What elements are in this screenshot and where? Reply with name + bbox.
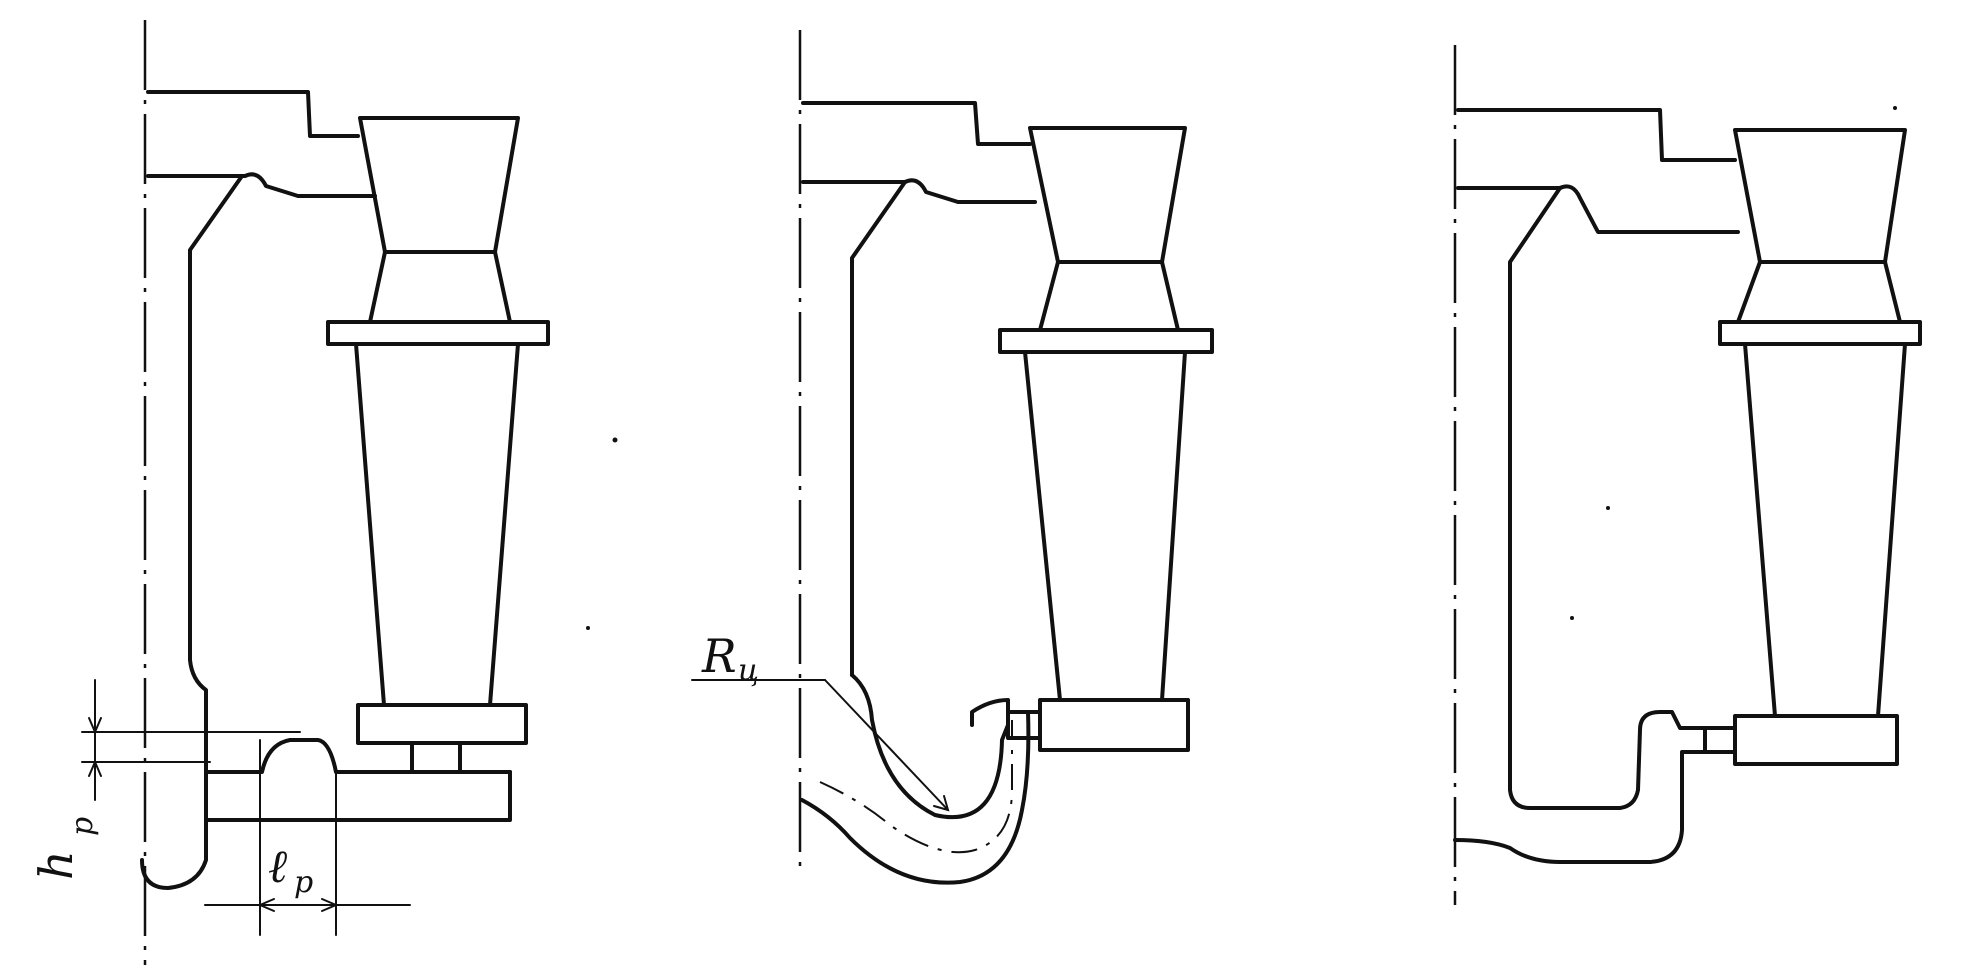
panel-1-upper-flange: [146, 90, 360, 138]
panel-3-vessel-wall: [1508, 186, 1562, 692]
panel-2-pipe-end: [970, 698, 1010, 727]
panel-1-bottom-plate: [356, 703, 528, 745]
label-l: ℓ: [268, 839, 288, 893]
panel-3-upper-flange: [1456, 108, 1737, 162]
panel-1-dim-l-arrow: [257, 898, 339, 912]
panel-2-pipe-outer: [800, 710, 1031, 885]
panel-2-curved-connection: R ц: [691, 30, 1214, 885]
panel-3-flange-ring: [1718, 320, 1922, 346]
panel-2-vessel-wall: [850, 180, 907, 677]
panel-2-radius-leader: [824, 679, 949, 811]
panel-3-elbow-connection: [1453, 45, 1922, 905]
panel-1-diffuser-cone: [354, 342, 520, 707]
panel-1-nozzle-top: [358, 116, 520, 254]
label-l-sub: p: [294, 865, 313, 900]
panel-1-flange-ring: [326, 320, 550, 346]
panel-1-dim-h-arrow: [88, 717, 102, 777]
panel-3-nozzle-bottom: [1736, 260, 1902, 324]
label-r: R: [701, 629, 737, 683]
panel-2-radius-arrow: [933, 795, 950, 812]
panel-1-nozzle-bottom: [368, 250, 512, 324]
panel-1-duct-top: [204, 738, 512, 774]
panel-1-lower-flange: [146, 172, 377, 198]
panel-3-connector-stub: [1703, 726, 1737, 754]
panel-3-lower-flange: [1456, 184, 1740, 234]
panel-3-bottom-plate: [1733, 714, 1899, 766]
panel-3-diffuser-cone: [1743, 342, 1907, 718]
panel-3-duct-outer: [1453, 750, 1707, 864]
panel-2-pipe-centerline: [819, 720, 1013, 854]
panel-2-upper-flange: [801, 101, 1032, 146]
panel-2-bottom-plate: [1038, 698, 1190, 752]
panel-2-lower-flange: [801, 178, 1037, 204]
panel-1-duct-end: [204, 770, 512, 822]
panel-3-duct-inner: [1508, 688, 1707, 810]
scan-specks: [586, 106, 1897, 630]
panel-1-connector-stub: [410, 741, 462, 774]
panel-2-nozzle-top: [1028, 126, 1187, 264]
panel-3-nozzle-top: [1733, 128, 1907, 264]
panel-1-vessel-wall: [140, 174, 244, 890]
panel-1-straight-connection: h p ℓ p: [29, 20, 550, 965]
label-h-sub: p: [65, 817, 100, 836]
panel-2-flange-ring: [998, 328, 1214, 354]
panel-2-diffuser-cone: [1023, 350, 1187, 702]
label-r-sub: ц: [738, 653, 759, 688]
panel-2-pipe-inner: [850, 673, 1010, 820]
label-h: h: [29, 850, 83, 880]
panel-2-nozzle-bottom: [1038, 260, 1180, 332]
